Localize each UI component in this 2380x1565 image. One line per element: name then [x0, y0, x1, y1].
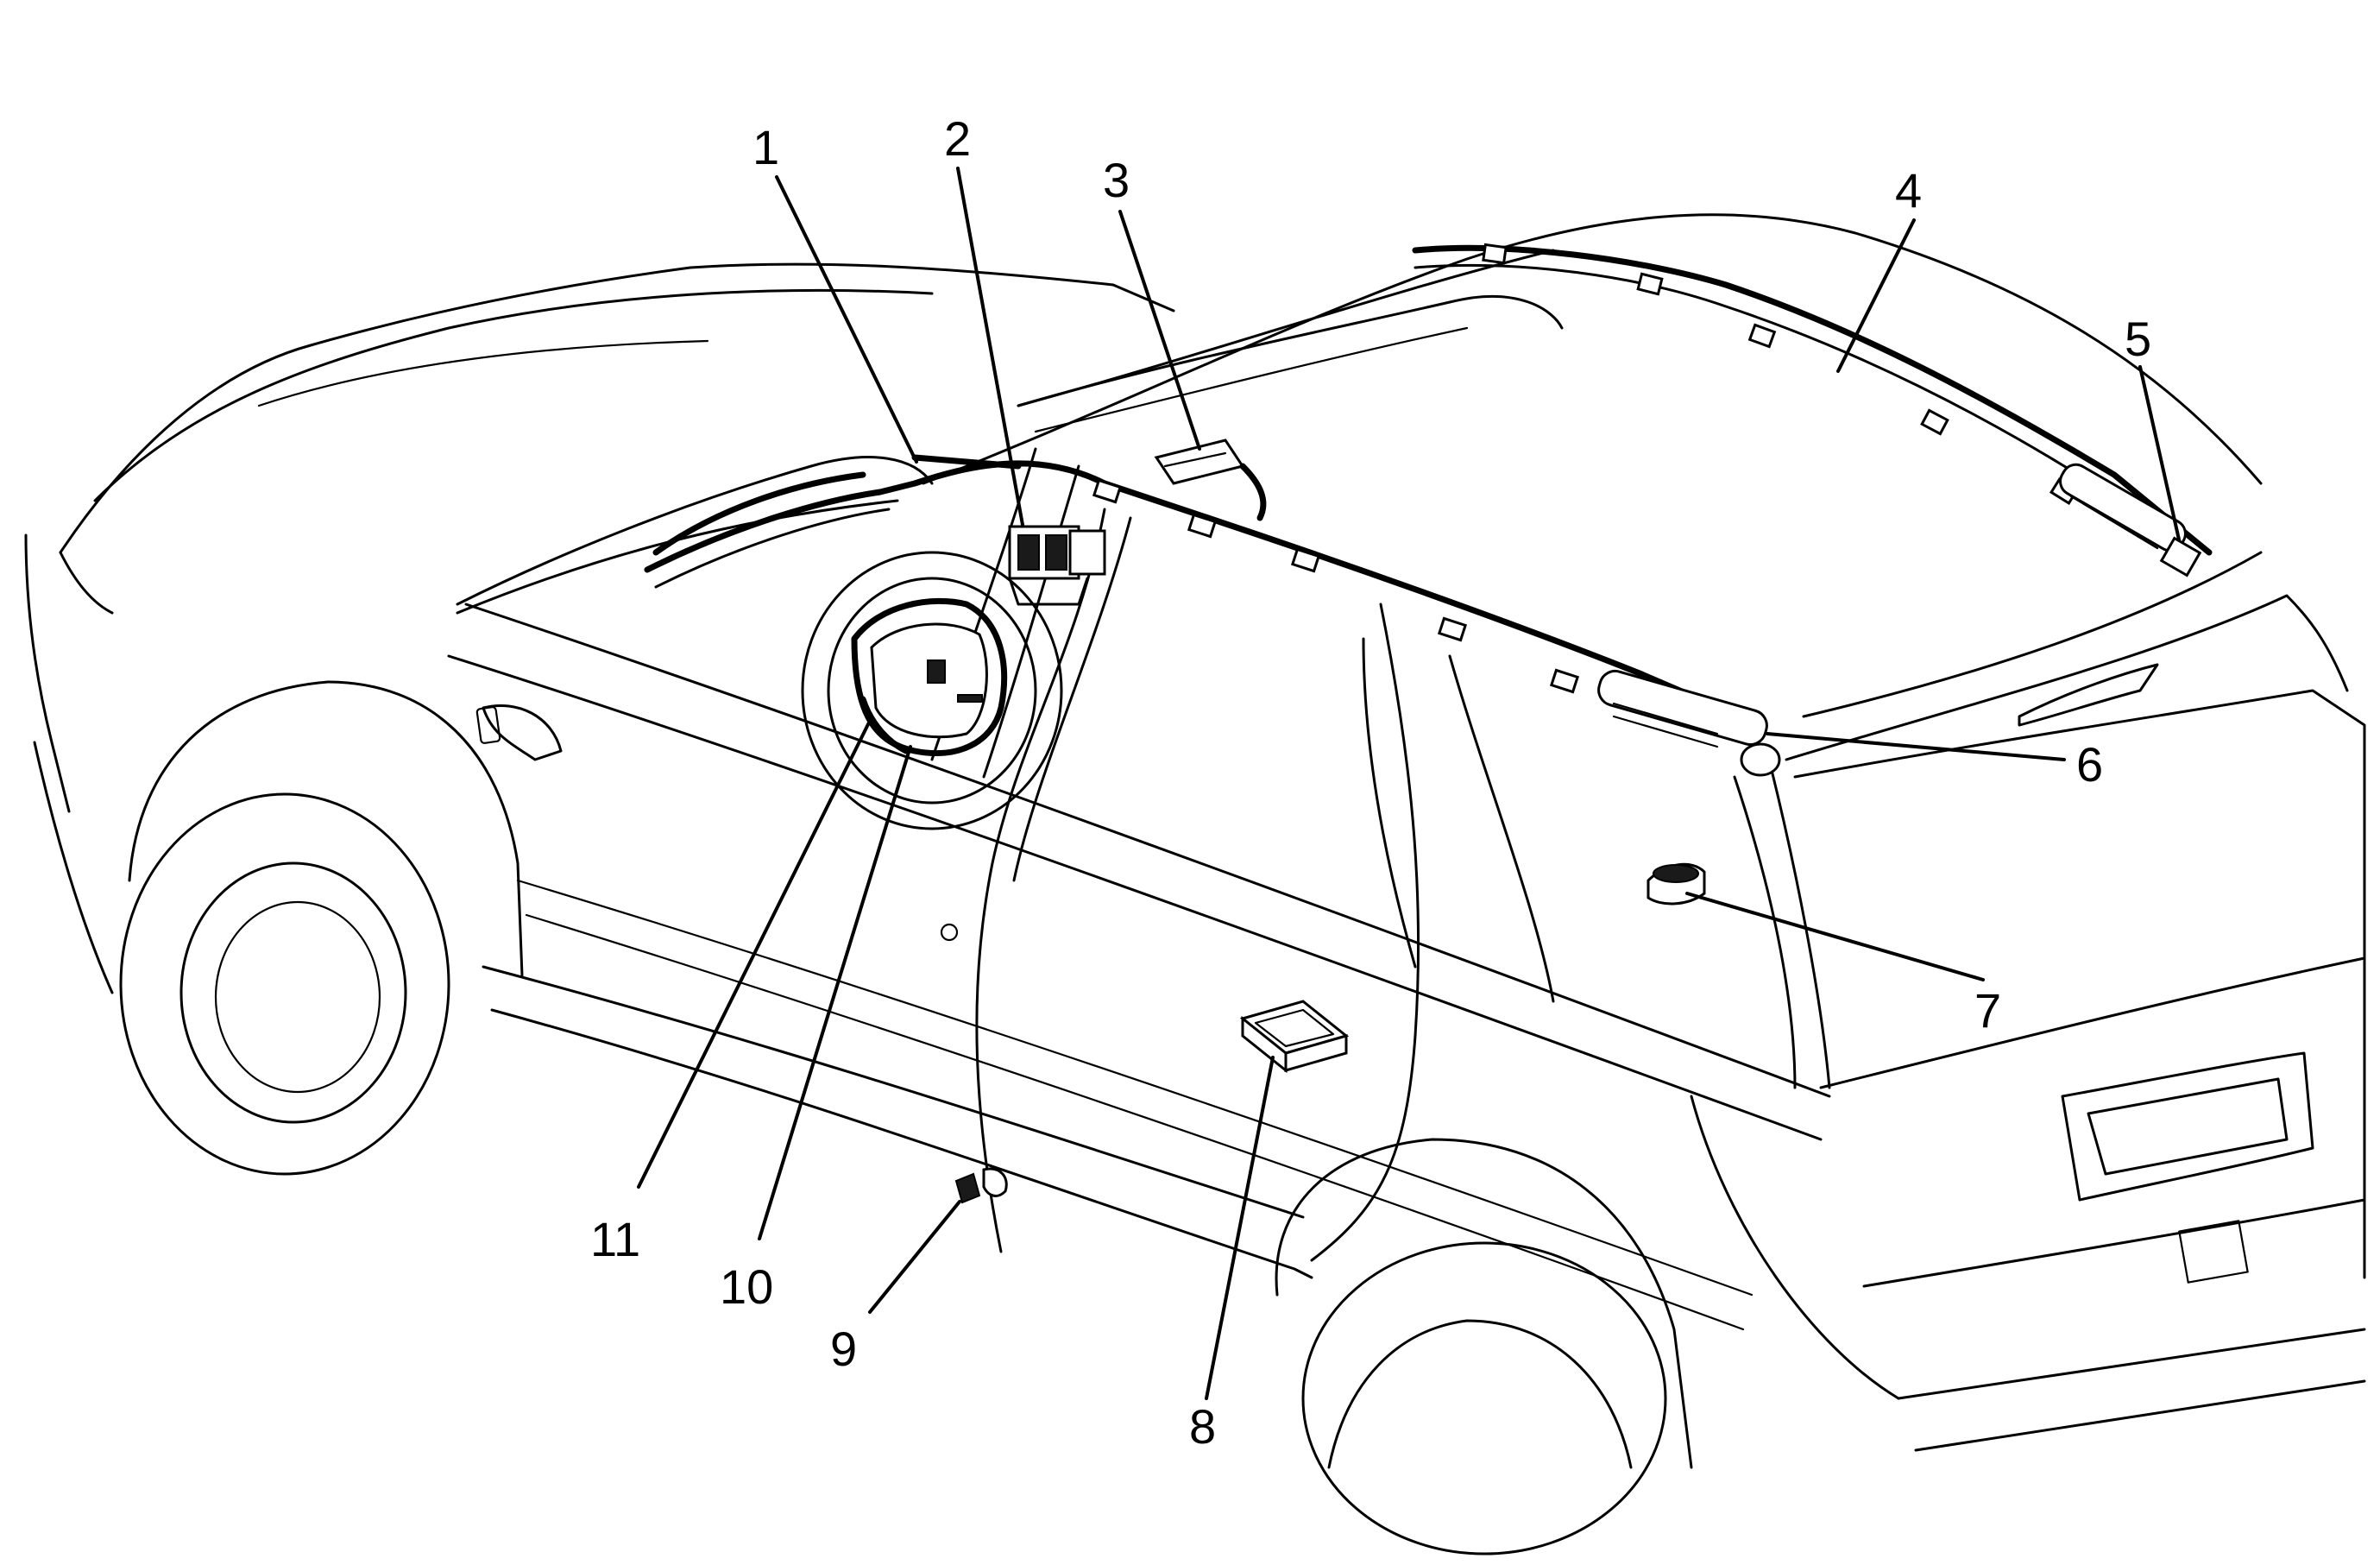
callout-1: 1	[752, 120, 779, 174]
leader-lines	[637, 167, 2181, 1400]
leader-line-5	[2138, 365, 2181, 541]
front-header-module	[1154, 439, 1267, 521]
d-pillar	[1767, 758, 1831, 1089]
callout-11: 11	[590, 1212, 640, 1266]
leader-line-9	[868, 1200, 961, 1314]
leader-line-11	[637, 719, 872, 1189]
left-rail-front-tube	[911, 454, 1022, 470]
callout-4: 4	[1895, 163, 1922, 218]
front-tire	[119, 792, 450, 1176]
rear-door	[1310, 603, 1420, 1262]
callout-6: 6	[2076, 737, 2103, 792]
rocker-panel	[490, 1008, 1313, 1279]
rear-side-impact-sensor	[1646, 862, 1706, 906]
roof-rear-edge	[1785, 594, 2349, 761]
steering-wheel	[801, 551, 1063, 830]
windshield-frame	[456, 456, 934, 606]
b-pillar	[975, 508, 1106, 1253]
instrument-panel-airbag-module	[1008, 525, 1106, 606]
fuel-marker	[475, 706, 501, 744]
leader-line-4	[1836, 218, 1916, 373]
interior-components	[644, 243, 2213, 1204]
sensing-diagnostic-module	[1239, 1000, 1350, 1074]
sunroof-opening	[1017, 294, 1564, 407]
vehicle-body	[24, 213, 2366, 1556]
rear-tire	[1301, 1241, 1667, 1556]
right-roof-rail-airbag	[1412, 244, 2213, 556]
front-door-lock	[940, 923, 959, 942]
callout-8: 8	[1189, 1399, 1216, 1454]
callout-5: 5	[2125, 312, 2151, 366]
belt-line	[464, 603, 1831, 1098]
callout-7: 7	[1974, 983, 2001, 1038]
leader-line-6	[1766, 732, 2066, 761]
left-inflator	[1597, 669, 1781, 777]
leader-line-1	[775, 175, 918, 464]
leader-line-10	[758, 745, 912, 1240]
right-inflator	[2059, 463, 2202, 577]
front-rim	[179, 861, 407, 1124]
callout-labels: 1 2 3 4 5 6 7 8 9 10 11	[590, 111, 2151, 1454]
spoiler-lamp	[2018, 663, 2159, 727]
front-wheel-arch	[128, 680, 524, 977]
leader-line-8	[1205, 1056, 1275, 1400]
rear-wheel-arch	[1275, 1138, 1693, 1469]
leader-line-2	[956, 167, 1024, 527]
hood-outline	[59, 262, 1175, 554]
callout-3: 3	[1103, 153, 1130, 207]
airbag-emblem	[927, 659, 946, 684]
left-roof-rail-airbag	[644, 460, 1764, 729]
rear-hatch	[1793, 689, 2366, 1279]
roof-outline	[922, 213, 2263, 485]
a-pillar-rail-end	[652, 471, 866, 556]
clock-spring	[859, 696, 910, 754]
left-rail-clips	[1092, 478, 1580, 694]
rear-bumper	[1897, 1328, 2366, 1400]
callout-2: 2	[944, 111, 971, 166]
callout-10: 10	[720, 1259, 773, 1314]
front-side-impact-sensor	[954, 1167, 1008, 1204]
license-recess	[2061, 1051, 2314, 1202]
right-rail-clips	[1482, 243, 2080, 506]
side-mirror	[482, 704, 563, 761]
leader-line-3	[1118, 210, 1201, 451]
leader-line-7	[1685, 892, 1985, 981]
callout-9: 9	[830, 1322, 857, 1376]
